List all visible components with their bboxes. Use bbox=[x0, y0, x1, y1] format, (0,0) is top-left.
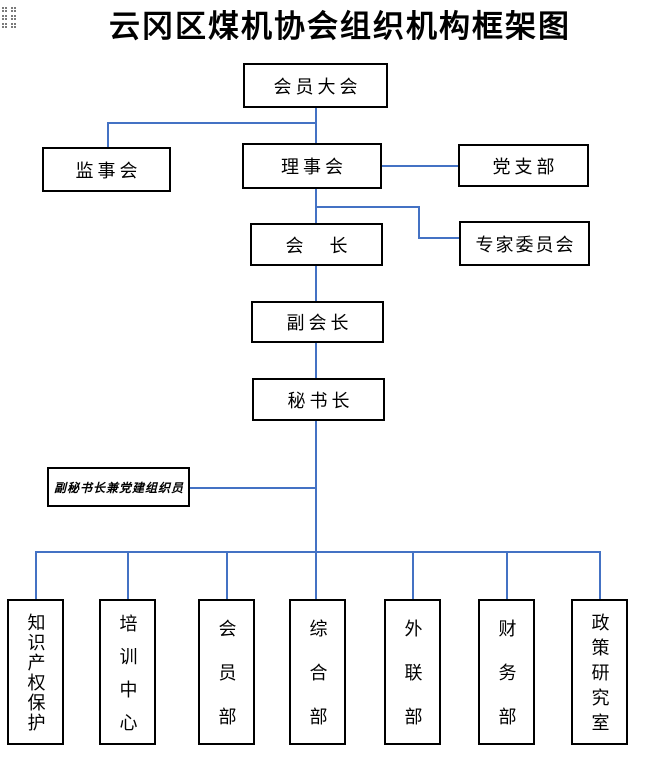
node-vice-president: 副会长 bbox=[251, 301, 384, 343]
node-expert-committee: 专家委员会 bbox=[459, 221, 590, 266]
table-move-handle-icon[interactable] bbox=[2, 7, 16, 28]
connector-council-party bbox=[382, 165, 458, 167]
connector-departments-rail bbox=[35, 551, 601, 553]
dept-label: 外联部 bbox=[402, 619, 423, 751]
connector-president-vicepresident bbox=[315, 266, 317, 301]
page-title: 云冈区煤机协会组织机构框架图 bbox=[109, 9, 571, 44]
dept-label: 会员部 bbox=[216, 619, 237, 751]
node-dept-general-affairs: 综合部 bbox=[289, 599, 346, 751]
node-council: 理事会 bbox=[242, 143, 382, 189]
dept-label: 培训中心 bbox=[117, 613, 138, 746]
node-member-assembly: 会员大会 bbox=[243, 63, 388, 108]
connector-assembly-council bbox=[315, 108, 317, 143]
connector-branch-supervisory-v bbox=[107, 122, 109, 147]
connector-stub-dept6 bbox=[506, 551, 508, 599]
dept-label: 综合部 bbox=[307, 619, 328, 751]
node-dept-training-center: 培训中心 bbox=[99, 599, 156, 746]
node-secretary-general: 秘书长 bbox=[252, 378, 385, 421]
node-deputy-secretary: 副秘书长兼党建组织员 bbox=[47, 467, 190, 507]
connector-branch-supervisory-h bbox=[107, 122, 317, 124]
node-dept-policy-research: 政策研究室 bbox=[571, 599, 628, 745]
connector-stub-dept3 bbox=[226, 551, 228, 599]
node-party-branch: 党支部 bbox=[458, 144, 589, 187]
connector-deputysecretary bbox=[190, 487, 317, 489]
connector-stub-dept7 bbox=[599, 551, 601, 599]
connector-stub-dept2 bbox=[127, 551, 129, 599]
connector-vicepresident-secretary bbox=[315, 343, 317, 378]
node-president: 会 长 bbox=[250, 223, 383, 266]
connector-expert-h1 bbox=[315, 206, 420, 208]
connector-stub-dept1 bbox=[35, 551, 37, 599]
node-supervisory-board: 监事会 bbox=[42, 147, 171, 192]
node-dept-membership: 会员部 bbox=[198, 599, 255, 751]
connector-secretary-departments bbox=[315, 421, 317, 551]
dept-label: 财务部 bbox=[496, 619, 517, 751]
node-dept-ip-protection: 知识产权保护 bbox=[7, 599, 64, 745]
connector-stub-dept5 bbox=[412, 551, 414, 599]
dept-label: 政策研究室 bbox=[589, 613, 610, 738]
connector-expert-v bbox=[418, 206, 420, 239]
node-dept-finance: 财务部 bbox=[478, 599, 535, 751]
dept-label: 知识产权保护 bbox=[25, 613, 46, 733]
node-dept-external-liaison: 外联部 bbox=[384, 599, 441, 751]
connector-stub-dept4 bbox=[315, 551, 317, 599]
connector-expert-h2 bbox=[418, 237, 459, 239]
